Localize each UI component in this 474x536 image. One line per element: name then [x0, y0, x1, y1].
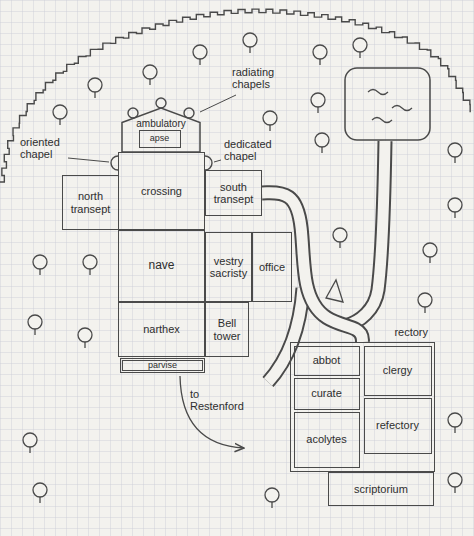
tree [311, 93, 325, 113]
heading-holder: rectory [394, 326, 428, 338]
refectory-room: refectory [364, 398, 432, 454]
room-name: north transept [63, 190, 118, 214]
bell-tower: Bell tower [205, 302, 249, 357]
tree [23, 433, 37, 453]
room-name: abbot [313, 354, 341, 366]
hill-ridge [0, 9, 470, 182]
label-holder: dedicated chapel [224, 138, 282, 162]
tree [448, 143, 462, 163]
abbot-room: abbot [294, 346, 360, 376]
room-name: crossing [141, 185, 182, 197]
hill-outline [0, 9, 470, 182]
room-name: apse [150, 134, 170, 144]
tree [193, 45, 207, 65]
tree [265, 488, 279, 508]
room-name: curate [311, 387, 342, 399]
room-name: office [259, 261, 285, 273]
label-holder: radiating chapels [232, 66, 302, 90]
tree [418, 293, 432, 313]
callout-label: dedicated chapel [224, 138, 282, 162]
tree [313, 45, 327, 65]
room-name: Bell tower [206, 317, 248, 341]
narthex-room: narthex [118, 302, 205, 357]
tree [143, 65, 157, 85]
room-name: clergy [383, 364, 412, 376]
room-name: south transept [206, 181, 261, 205]
ambulatory-room: ambulatory apse [122, 108, 200, 152]
tree [83, 255, 97, 275]
acolytes-room: acolytes [294, 412, 360, 468]
callout-label: radiating chapels [232, 66, 302, 90]
callout-label: oriented chapel [20, 136, 70, 160]
tree [243, 33, 257, 53]
room-name: vestry [214, 255, 243, 267]
vestry-room: vestrysacristy [205, 232, 252, 302]
room-name: narthex [143, 323, 180, 335]
office-room: office [252, 232, 292, 302]
room-name: scriptorium [354, 483, 408, 495]
rectory-building: rectoryabbotclergycuraterefectoryacolyte… [290, 342, 435, 472]
transept-room: north transept [62, 175, 119, 230]
scriptorium-room: scriptorium [328, 472, 434, 506]
room-name: acolytes [306, 433, 346, 445]
room-name: parvise [148, 361, 177, 371]
tree [33, 255, 47, 275]
trees [23, 33, 462, 508]
tree [448, 198, 462, 218]
parvise-porch: parvise [120, 358, 205, 373]
pond [345, 68, 430, 140]
tree [28, 315, 42, 335]
tree [423, 243, 437, 263]
tree [448, 413, 462, 433]
tree [33, 483, 47, 503]
tree [78, 328, 92, 348]
tree [333, 228, 347, 248]
room-name: sacristy [210, 267, 247, 279]
direction-label: to Restenford [190, 388, 256, 412]
chapel-apses [111, 98, 212, 170]
crossing-room: crossing [118, 152, 205, 230]
tree [448, 473, 462, 493]
tree [53, 105, 67, 125]
room-name: ambulatory [136, 118, 185, 129]
curate-room: curate [294, 378, 360, 410]
clergy-room: clergy [364, 346, 432, 396]
tree [88, 78, 102, 98]
building-name: rectory [394, 326, 428, 338]
room-name: refectory [376, 419, 419, 431]
apse-room: apse [139, 130, 181, 148]
tree [315, 133, 329, 153]
nave-room: nave [118, 230, 205, 302]
label-holder: to Restenford [190, 388, 256, 412]
tree [353, 38, 367, 58]
tree [263, 111, 277, 131]
room-name: nave [148, 259, 174, 272]
transept-room: south transept [205, 170, 262, 216]
label-holder: oriented chapel [20, 136, 70, 160]
